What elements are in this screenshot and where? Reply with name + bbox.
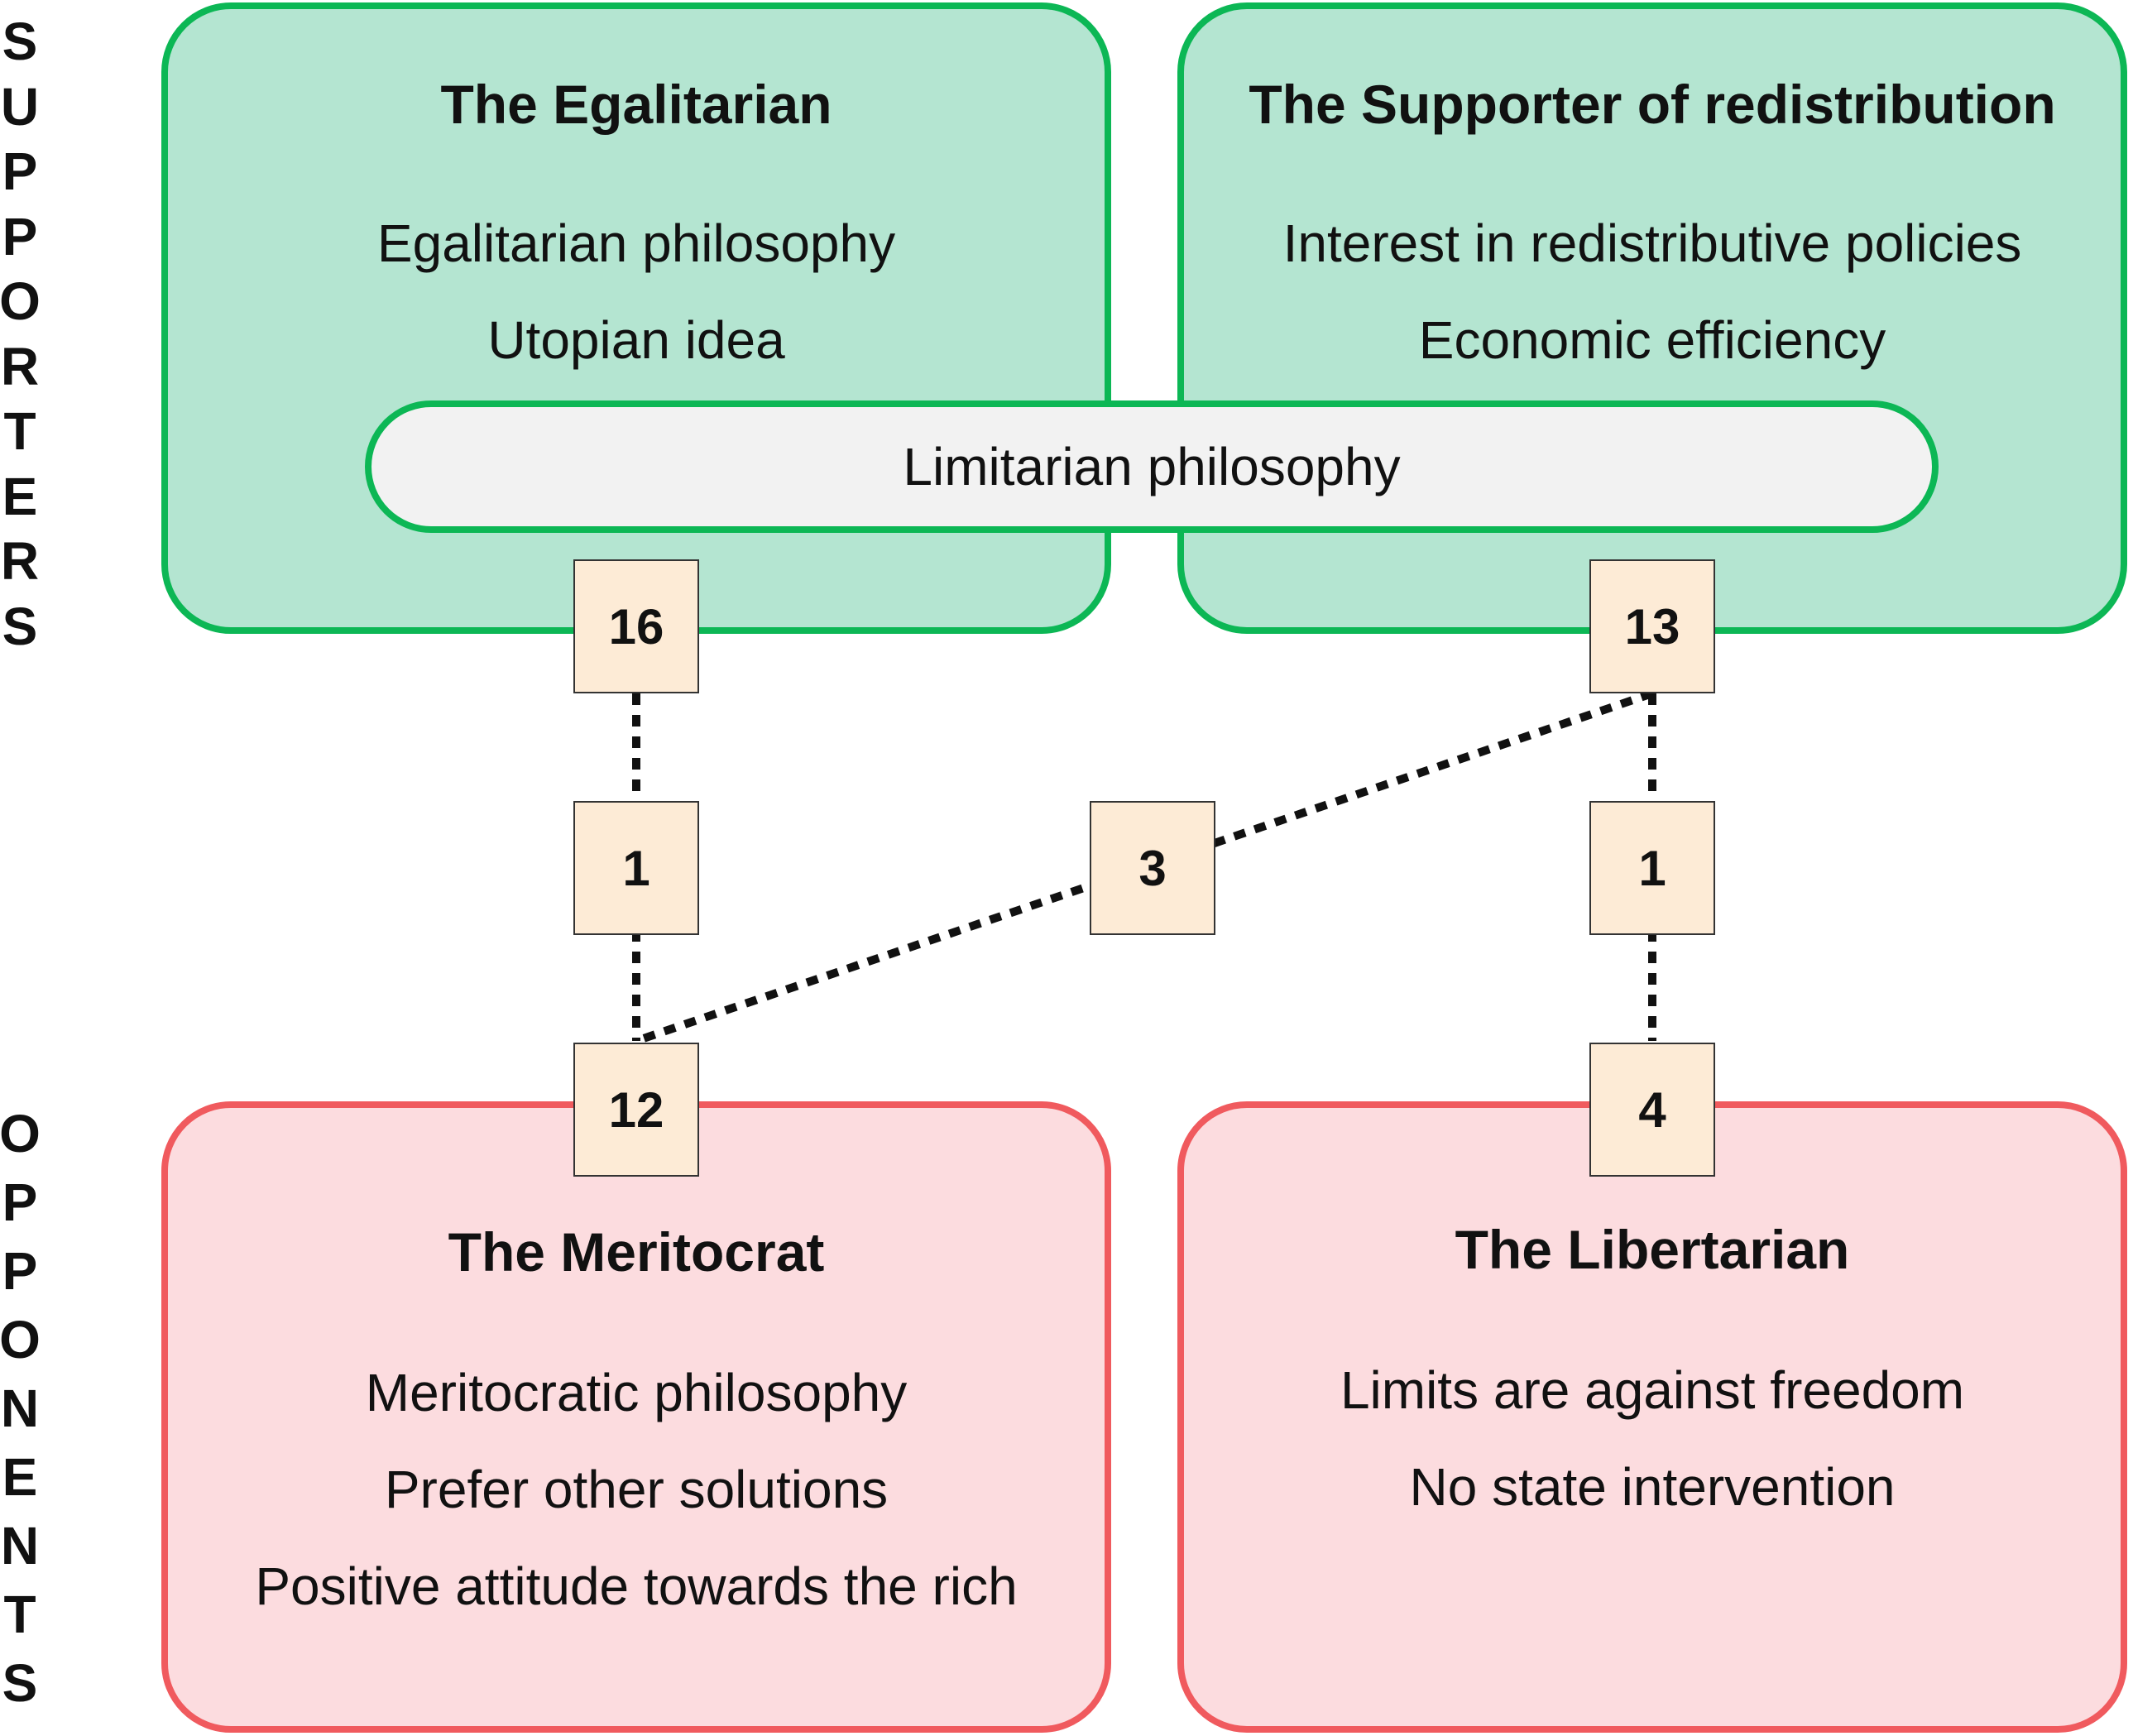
- redistribution-title: The Supporter of redistribution: [1249, 74, 2056, 135]
- supporters-letter: P: [2, 141, 38, 201]
- opponents-letter: N: [0, 1516, 40, 1575]
- opponents-letter: S: [2, 1653, 38, 1713]
- opponents-letter: O: [0, 1104, 41, 1163]
- redistribution-meritocrat-line: [635, 689, 1654, 1045]
- redistribution-count: 13: [1589, 559, 1715, 693]
- meritocrat-count: 12: [573, 1043, 699, 1177]
- supporters-letter: P: [2, 206, 38, 266]
- opponents-letter: P: [2, 1241, 38, 1301]
- egalitarian-item-2: Utopian idea: [487, 310, 785, 370]
- libertarian-box: [1177, 1101, 2127, 1733]
- supporters-letter: E: [2, 466, 38, 526]
- libertarian-item-1: Limits are against freedom: [1340, 1360, 1965, 1420]
- supporters-letter: O: [0, 271, 41, 331]
- egalitarian-item-1: Egalitarian philosophy: [376, 213, 896, 273]
- supporters-letter: T: [3, 401, 36, 461]
- limitarian-philosophy-label: Limitarian philosophy: [903, 437, 1401, 496]
- redistribution-item-1: Interest in redistributive policies: [1282, 213, 2022, 273]
- meritocrat-title: The Meritocrat: [448, 1221, 825, 1283]
- supporters-letter: S: [2, 12, 38, 71]
- meritocrat-item-1: Meritocratic philosophy: [365, 1363, 908, 1422]
- redistribution-item-2: Economic efficiency: [1418, 310, 1886, 370]
- meritocrat-item-2: Prefer other solutions: [384, 1460, 889, 1519]
- egalitarian-meritocrat-count: 1: [573, 801, 699, 935]
- egalitarian-title: The Egalitarian: [440, 74, 832, 135]
- libertarian-count: 4: [1589, 1043, 1715, 1177]
- opponents-letter: T: [3, 1585, 36, 1644]
- libertarian-title: The Libertarian: [1455, 1219, 1850, 1280]
- supporters-letter: U: [0, 76, 40, 137]
- opponents-letter: E: [2, 1447, 38, 1507]
- limitarian-philosophy-pill: Limitarian philosophy: [365, 400, 1939, 533]
- opponents-letter: P: [2, 1173, 38, 1232]
- egalitarian-count: 16: [573, 559, 699, 693]
- supporters-letter: R: [0, 336, 40, 396]
- redistribution-libertarian-count: 1: [1589, 801, 1715, 935]
- opponents-letter: N: [0, 1379, 40, 1438]
- supporters-letter: R: [0, 531, 40, 591]
- meritocrat-item-3: Positive attitude towards the rich: [255, 1556, 1018, 1616]
- redistribution-meritocrat-count: 3: [1090, 801, 1215, 935]
- libertarian-item-2: No state intervention: [1409, 1457, 1896, 1517]
- opponents-letter: O: [0, 1310, 41, 1369]
- supporters-letter: S: [2, 596, 38, 656]
